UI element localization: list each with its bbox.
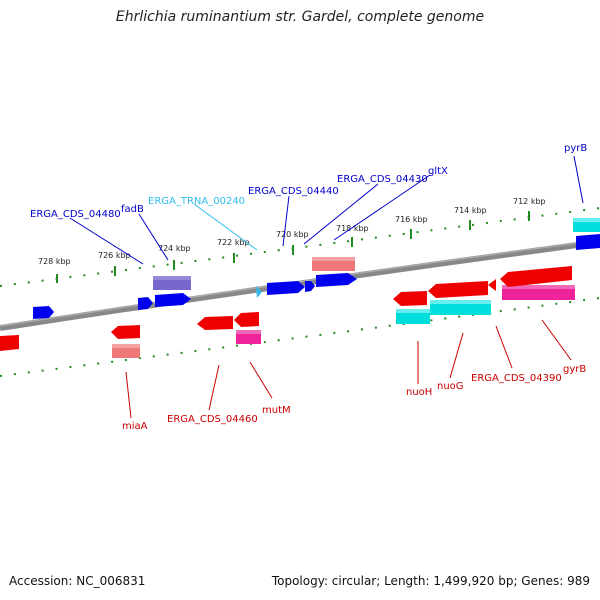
reverse-cds-gyrB[interactable] [500, 266, 572, 287]
major-ticks [56, 211, 530, 283]
callout-line-trna [193, 203, 258, 251]
forward-cds[interactable] [33, 306, 54, 319]
reverse-cds-miaA[interactable] [111, 325, 140, 339]
topology-label: Topology: circular; Length: 1,499,920 bp… [271, 574, 590, 588]
accession-label: Accession: NC_006831 [9, 574, 146, 588]
callout-line-miaA [125, 371, 132, 419]
gene-label-gltX[interactable]: gltX [428, 166, 448, 177]
forward-cds[interactable] [138, 297, 153, 310]
reverse-cds[interactable] [488, 279, 496, 291]
callout-line-04460 [208, 364, 220, 411]
forward-cds-04440[interactable] [267, 281, 305, 295]
tick-label-722: 722 kbp [217, 238, 250, 247]
gene-label-pyrB[interactable]: pyrB [564, 143, 587, 154]
tick-label-724: 724 kbp [158, 244, 191, 253]
forward-strand-features [33, 234, 600, 319]
gene-label-04480[interactable]: ERGA_CDS_04480 [30, 209, 121, 220]
gene-label-04460[interactable]: ERGA_CDS_04460 [167, 414, 258, 425]
forward-cds[interactable] [305, 281, 315, 292]
gene-label-04390[interactable]: ERGA_CDS_04390 [471, 373, 562, 384]
genome-title: Ehrlichia ruminantium str. Gardel, compl… [115, 9, 485, 25]
tick-label-718: 718 kbp [336, 224, 369, 233]
tick-label-714: 714 kbp [454, 206, 487, 215]
callout-line-mutM [249, 361, 273, 399]
cog-blocks [112, 218, 600, 358]
gene-label-04430[interactable]: ERGA_CDS_04430 [337, 174, 428, 185]
reverse-cds-nuoG[interactable] [428, 281, 488, 298]
reverse-cds-mutM[interactable] [234, 312, 259, 327]
callout-line-04440 [282, 195, 290, 247]
gene-label-nuoG[interactable]: nuoG [437, 381, 464, 392]
gene-label-fadB[interactable]: fadB [121, 204, 144, 215]
tick-label-712: 712 kbp [513, 197, 546, 206]
tick-label-728: 728 kbp [38, 257, 71, 266]
callout-line-gyrB [541, 319, 572, 361]
gene-label-04440[interactable]: ERGA_CDS_04440 [248, 186, 339, 197]
gene-label-trna-00240[interactable]: ERGA_TRNA_00240 [148, 196, 245, 207]
genome-backbone-highlight [0, 239, 600, 327]
tick-label-726: 726 kbp [98, 251, 131, 260]
callout-line-gltX [333, 174, 431, 241]
callout-line-04390 [495, 325, 513, 369]
gene-label-nuoH[interactable]: nuoH [406, 387, 432, 398]
reverse-cds-04460[interactable] [197, 316, 233, 330]
inner-tick-ring [0, 297, 600, 377]
forward-cds-04430[interactable] [316, 273, 357, 287]
callout-line-04430 [303, 183, 379, 245]
forward-cds-pyrB[interactable] [576, 234, 600, 250]
callout-line-fadB [138, 213, 169, 261]
reverse-cds[interactable] [0, 335, 19, 351]
callout-line-pyrB [573, 155, 584, 204]
tick-label-720: 720 kbp [276, 230, 309, 239]
forward-cds-fadB[interactable] [155, 293, 191, 307]
callout-line-04480 [69, 217, 144, 265]
gene-label-gyrB[interactable]: gyrB [563, 364, 586, 375]
callout-line-nuoG [449, 332, 464, 379]
outer-tick-ring [0, 207, 600, 287]
trna-feature[interactable] [256, 286, 262, 298]
reverse-strand-features [0, 266, 572, 351]
gene-label-mutM[interactable]: mutM [262, 405, 291, 416]
reverse-cds-nuoH[interactable] [393, 291, 427, 306]
gene-label-miaA[interactable]: miaA [122, 421, 148, 432]
tick-label-716: 716 kbp [395, 215, 428, 224]
